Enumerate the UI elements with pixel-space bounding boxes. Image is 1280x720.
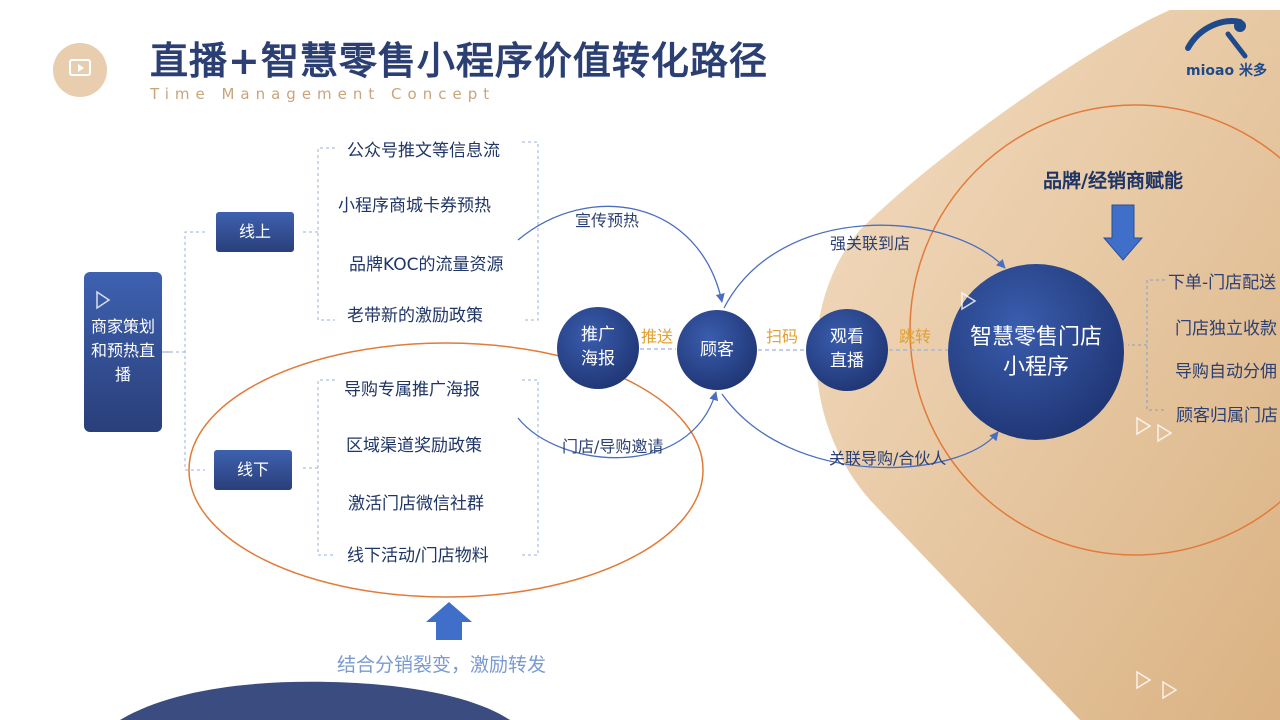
- online-bracket: [300, 148, 335, 320]
- online-node: 线上: [216, 220, 294, 244]
- right-item: 下单-门店配送: [1168, 268, 1276, 293]
- right-items-clip: 下单-门店配送 门店独立收款 导购自动分佣 顾客归属门店: [1160, 260, 1280, 440]
- edge-label-store-invite: 门店/导购邀请: [562, 433, 663, 457]
- offline-item: 区域渠道奖励政策: [346, 431, 482, 456]
- online-item: 老带新的激励政策: [347, 301, 483, 326]
- right-item: 导购自动分佣: [1175, 357, 1277, 382]
- offline-bracket-right: [522, 380, 538, 555]
- start-node: 商家策划和预热直播: [90, 315, 156, 387]
- online-item: 品牌KOC的流量资源: [349, 250, 503, 275]
- edge-label-jump: 跳转: [899, 323, 931, 347]
- offline-node: 线下: [214, 458, 292, 482]
- footer-up-arrow: [426, 602, 472, 640]
- edge-label-promo-warmup: 宣传预热: [575, 207, 639, 231]
- edge-label-push: 推送: [641, 323, 673, 347]
- store-program-node: 智慧零售门店小程序: [966, 323, 1106, 383]
- edge-label-guide-partner: 关联导购/合伙人: [829, 445, 946, 469]
- offline-item: 导购专属推广海报: [344, 375, 480, 400]
- page-subtitle: Time Management Concept: [150, 85, 495, 103]
- watch-live-node: 观看直播: [827, 325, 867, 373]
- brand-empower-label: 品牌/经销商赋能: [1043, 166, 1183, 193]
- right-item: 门店独立收款: [1175, 314, 1277, 339]
- online-item: 公众号推文等信息流: [347, 136, 500, 161]
- offline-item: 激活门店微信社群: [348, 489, 484, 514]
- bottom-navy-mound: [120, 682, 510, 720]
- customer-node: 顾客: [687, 338, 747, 362]
- offline-bracket: [300, 380, 335, 555]
- brand-logo: mioao 米多: [1186, 60, 1267, 80]
- edge-label-strong-link: 强关联到店: [830, 230, 910, 254]
- page-title: 直播+智慧零售小程序价值转化路径: [150, 30, 768, 85]
- promo-poster-node: 推广海报: [578, 323, 618, 371]
- edge-label-scan: 扫码: [766, 323, 798, 347]
- header-decor-icon: [53, 43, 107, 97]
- offline-item: 线下活动/门店物料: [347, 541, 489, 566]
- right-item: 顾客归属门店: [1176, 401, 1278, 426]
- online-item: 小程序商城卡券预热: [338, 191, 491, 216]
- footer-caption: 结合分销裂变，激励转发: [337, 650, 546, 677]
